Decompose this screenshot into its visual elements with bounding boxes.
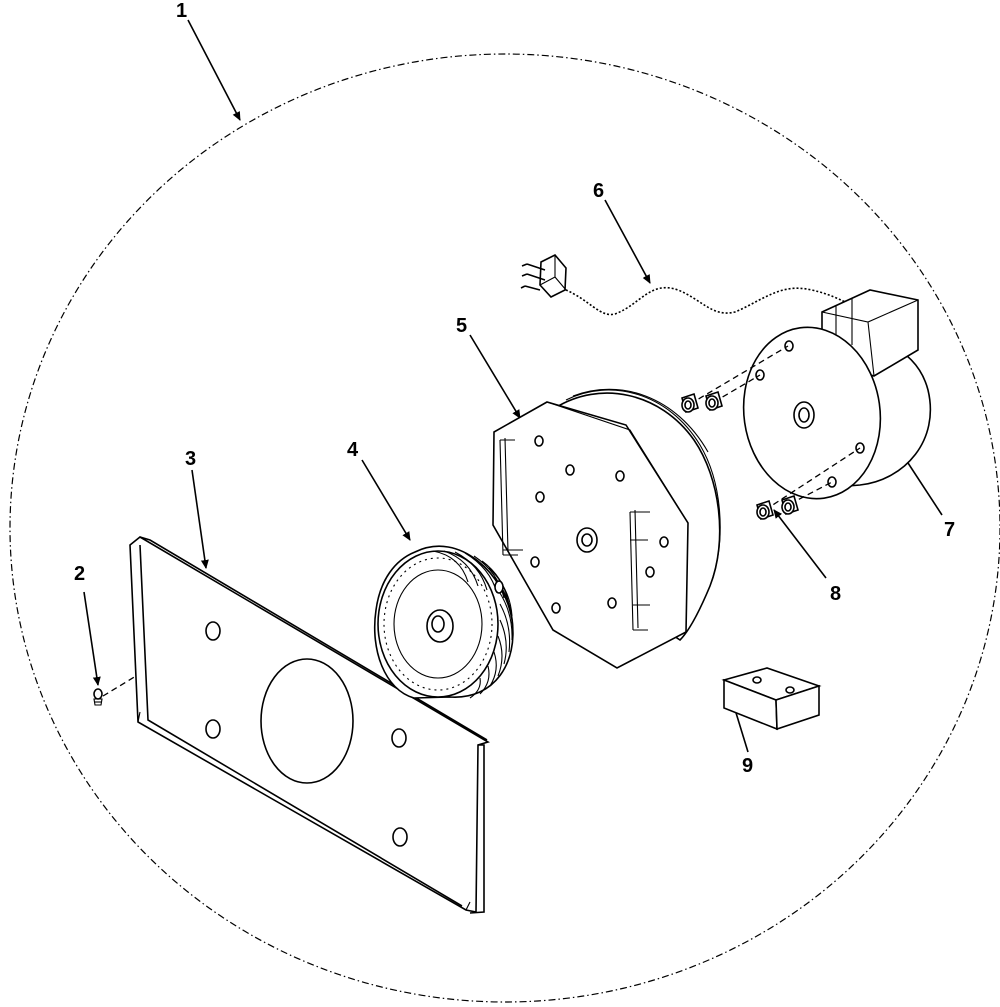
leader-line-8 [773, 509, 827, 579]
callout-6: 6 [593, 180, 604, 202]
part-5-blower-housing [492, 388, 721, 669]
part-9-block [721, 667, 822, 731]
leader-line-1 [187, 19, 241, 121]
callout-4: 4 [347, 439, 359, 461]
callout-9: 9 [742, 755, 753, 777]
part-8-spacers [681, 345, 861, 521]
part-6-power-cord [520, 254, 851, 317]
assembly-boundary-circle [9, 53, 1000, 1003]
leader-line-2 [83, 591, 101, 686]
callout-7: 7 [944, 519, 955, 541]
callout-5: 5 [456, 315, 467, 337]
callout-3: 3 [185, 448, 196, 470]
part-4-blower-wheel [373, 545, 514, 699]
callout-1: 1 [176, 0, 187, 22]
callout-2: 2 [74, 563, 85, 585]
leader-line-3 [191, 469, 209, 569]
leader-line-6 [604, 199, 651, 284]
part-7-motor [742, 289, 932, 500]
plate-center-opening [260, 658, 354, 784]
part-3-mounting-plate [129, 536, 490, 914]
leader-line-4 [361, 459, 411, 541]
leader-line-5 [469, 334, 521, 419]
callout-8: 8 [830, 583, 841, 605]
